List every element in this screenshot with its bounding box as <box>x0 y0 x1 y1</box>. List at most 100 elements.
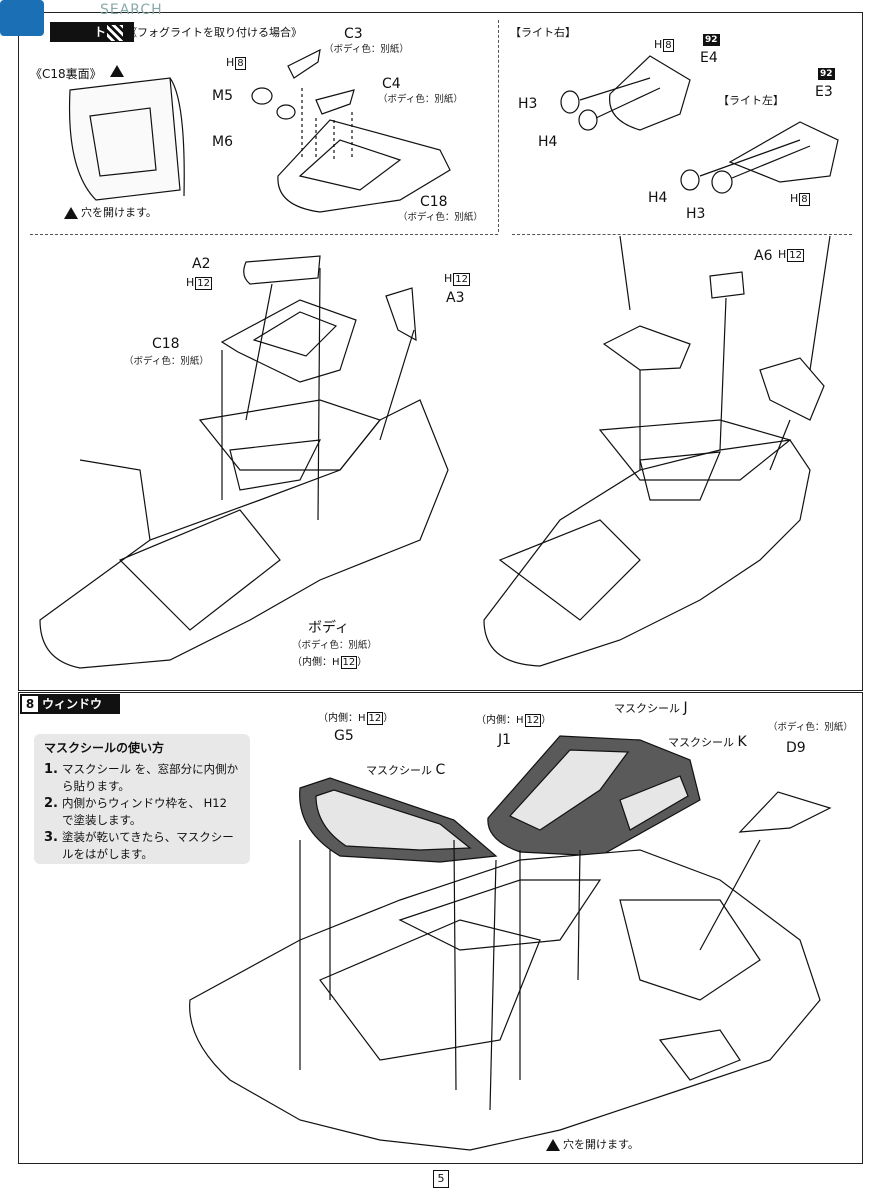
inner-suffix: ） <box>541 715 552 726</box>
h-number: 8 <box>663 39 674 52</box>
step-text: 塗装が乾いてきたら、マスクシールをはがします。 <box>62 830 234 861</box>
h-letter: H <box>358 713 366 724</box>
label-c4-color: （ボディ色：別紙） <box>378 94 463 105</box>
label-c18-main-color: （ボディ色：別紙） <box>124 356 209 367</box>
a2-part <box>243 255 321 285</box>
label-c4: C4 <box>382 76 401 92</box>
h-letter: H <box>226 56 235 69</box>
label-d9-color: （ボディ色：別紙） <box>768 722 853 733</box>
c18-main-part <box>220 299 357 383</box>
mask-instructions-title: マスクシールの使い方 <box>44 741 165 755</box>
section7-header-text: ト <box>94 25 107 39</box>
label-h4-left: H4 <box>648 190 668 206</box>
label-mask-j: マスクシール J <box>614 700 688 716</box>
label-mask-k: マスクシール K <box>668 734 747 750</box>
light-left-title: 【ライト左】 <box>718 94 784 107</box>
watermark-text: SEARCH <box>100 2 163 18</box>
label-body-color: （ボディ色：別紙） <box>292 640 377 651</box>
step-number: 2. <box>44 796 58 811</box>
h-number: 12 <box>524 714 542 727</box>
m6-part <box>276 104 296 120</box>
section7-frame <box>18 12 863 691</box>
dashed-horizontal-left <box>30 234 498 235</box>
label-h4-right: H4 <box>538 134 558 150</box>
step-number: 1. <box>44 762 58 777</box>
h-number: 12 <box>787 249 805 262</box>
step-number: 3. <box>44 830 58 845</box>
mask-c-text: マスクシール <box>366 764 432 777</box>
d9-part <box>738 791 832 833</box>
dashed-vertical <box>498 20 499 232</box>
mask-k-text: マスクシール <box>668 736 734 749</box>
section8-number: 8 <box>22 696 38 712</box>
m5-part <box>251 87 273 105</box>
h-letter: H <box>778 248 787 261</box>
h-letter: H <box>516 715 524 726</box>
body-left <box>39 399 449 669</box>
step-text: 内側からウィンドウ枠を、 H12 で塗装します。 <box>62 796 227 827</box>
warning-icon <box>110 64 124 77</box>
body-inner-prefix: （内側： <box>292 657 332 668</box>
h-letter: H <box>790 192 799 205</box>
c3-part <box>287 48 321 79</box>
h-letter: H <box>332 657 340 668</box>
label-m5: M5 <box>212 88 233 104</box>
step-text: マスクシール を、窓部分に内側から貼ります。 <box>62 762 239 793</box>
label-e4: E4 <box>700 50 718 66</box>
flag-icon <box>106 24 124 42</box>
watermark-logo <box>0 0 44 36</box>
label-a6: A6 <box>754 248 773 264</box>
label-mask-c: マスクシール C <box>366 762 446 778</box>
section8-header: 8 ウィンドウ <box>20 694 120 714</box>
mask-j-text: マスクシール <box>614 702 680 715</box>
e3-part <box>728 121 839 183</box>
mask-step-2: 2. 内側からウィンドウ枠を、 H12 で塗装します。 <box>44 795 250 829</box>
inner-suffix: ） <box>383 713 394 724</box>
h-number: 12 <box>366 712 384 725</box>
label-g5: G5 <box>334 728 354 744</box>
drill-note-text: 穴を開けます。 <box>81 206 157 219</box>
drill-note-bottom: 穴を開けます。 <box>546 1138 639 1151</box>
label-e3: E3 <box>815 84 833 100</box>
c18-back-part <box>68 77 181 201</box>
h-number: 8 <box>799 193 810 206</box>
dashed-horizontal-right <box>512 234 852 235</box>
warning-icon <box>546 1139 560 1151</box>
light-left-badge: 92 <box>818 68 835 80</box>
mask-j-letter: J <box>683 700 688 716</box>
drill-note-text: 穴を開けます。 <box>563 1138 639 1151</box>
mask-step-3: 3. 塗装が乾いてきたら、マスクシールをはがします。 <box>44 829 250 863</box>
inner-prefix: （内側： <box>318 713 358 724</box>
c4-part <box>315 89 355 115</box>
h-number: 12 <box>195 277 213 290</box>
label-j1: J1 <box>498 732 512 748</box>
label-c3: C3 <box>344 26 363 42</box>
body-right <box>483 439 811 667</box>
light-right-title: 【ライト右】 <box>510 26 576 39</box>
h-letter: H <box>654 38 663 51</box>
warning-icon <box>64 207 78 219</box>
section8-frame <box>18 692 863 1164</box>
body-lower <box>189 849 821 1151</box>
mask-c-letter: C <box>435 762 446 778</box>
h-letter: H <box>186 276 195 289</box>
mask-step-1: 1. マスクシール を、窓部分に内側から貼ります。 <box>44 761 250 795</box>
h-number: 12 <box>340 656 358 669</box>
light-right-badge: 92 <box>703 34 720 46</box>
body-inner-suffix: ） <box>357 657 368 668</box>
mask-instructions: マスクシールの使い方 1. マスクシール を、窓部分に内側から貼ります。 2. 内側… <box>34 734 250 864</box>
label-c18-main: C18 <box>152 336 180 352</box>
label-h3-right: H3 <box>518 96 538 112</box>
label-a3: A3 <box>446 290 465 306</box>
section8-title: ウィンドウ <box>42 697 103 711</box>
h-number: 8 <box>235 57 246 70</box>
label-h3-left: H3 <box>686 206 706 222</box>
label-body: ボディ <box>308 620 350 636</box>
mask-k-letter: K <box>737 734 747 750</box>
